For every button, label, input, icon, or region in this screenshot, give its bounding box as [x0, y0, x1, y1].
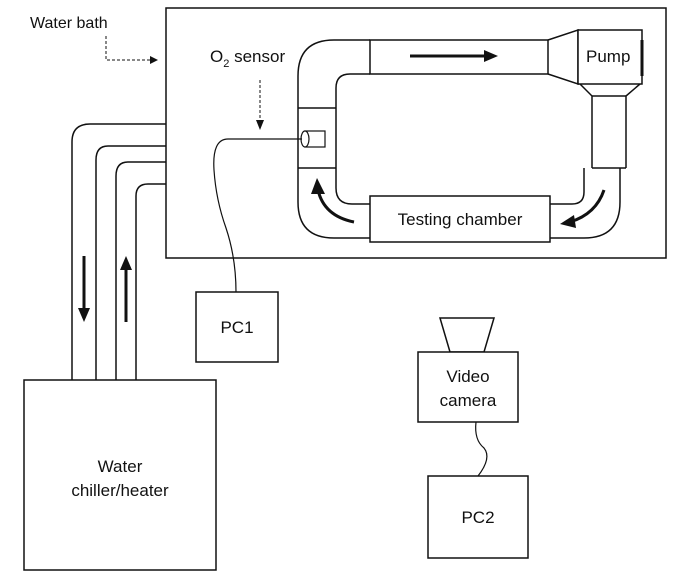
- o2-sensor: [300, 130, 326, 148]
- water-circulation-pipes: [71, 123, 166, 380]
- water-bath: [165, 7, 667, 259]
- water-chiller-heater: [23, 379, 217, 571]
- flow-arrow-bottom-left: [311, 178, 355, 224]
- pc1-box: [195, 291, 279, 363]
- o2-sensor-pointer-arrow: [256, 80, 264, 130]
- down-flow-arrow: [78, 256, 90, 322]
- flow-arrow-bottom-right: [560, 189, 606, 228]
- video-camera: [417, 317, 519, 423]
- camera-cable: [475, 421, 488, 477]
- video-camera-label-line2: camera: [440, 391, 497, 410]
- up-flow-arrow: [120, 256, 132, 322]
- o2-sensor-label: O2 sensor: [210, 47, 285, 70]
- pc2-label: PC2: [461, 508, 494, 527]
- video-camera-label-line1: Video: [446, 367, 489, 386]
- o2-sensor-label-rest: sensor: [229, 47, 285, 66]
- pc1-label: PC1: [220, 318, 253, 337]
- o2-sensor-label-main: O: [210, 47, 223, 66]
- pc2-box: [427, 475, 529, 559]
- testing-chamber-label: Testing chamber: [398, 210, 523, 229]
- testing-chamber: [369, 195, 551, 243]
- water-chiller-label-line2: chiller/heater: [71, 481, 169, 500]
- water-chiller-label-line1: Water: [98, 457, 143, 476]
- o2-sensor-label-subscript: 2: [223, 58, 229, 70]
- water-bath-pointer-arrow: [105, 36, 158, 64]
- flow-arrow-top: [410, 50, 498, 62]
- pump: [577, 29, 644, 85]
- pump-label: Pump: [586, 47, 630, 66]
- water-bath-label: Water bath: [30, 15, 108, 32]
- sensor-cable: [213, 138, 302, 293]
